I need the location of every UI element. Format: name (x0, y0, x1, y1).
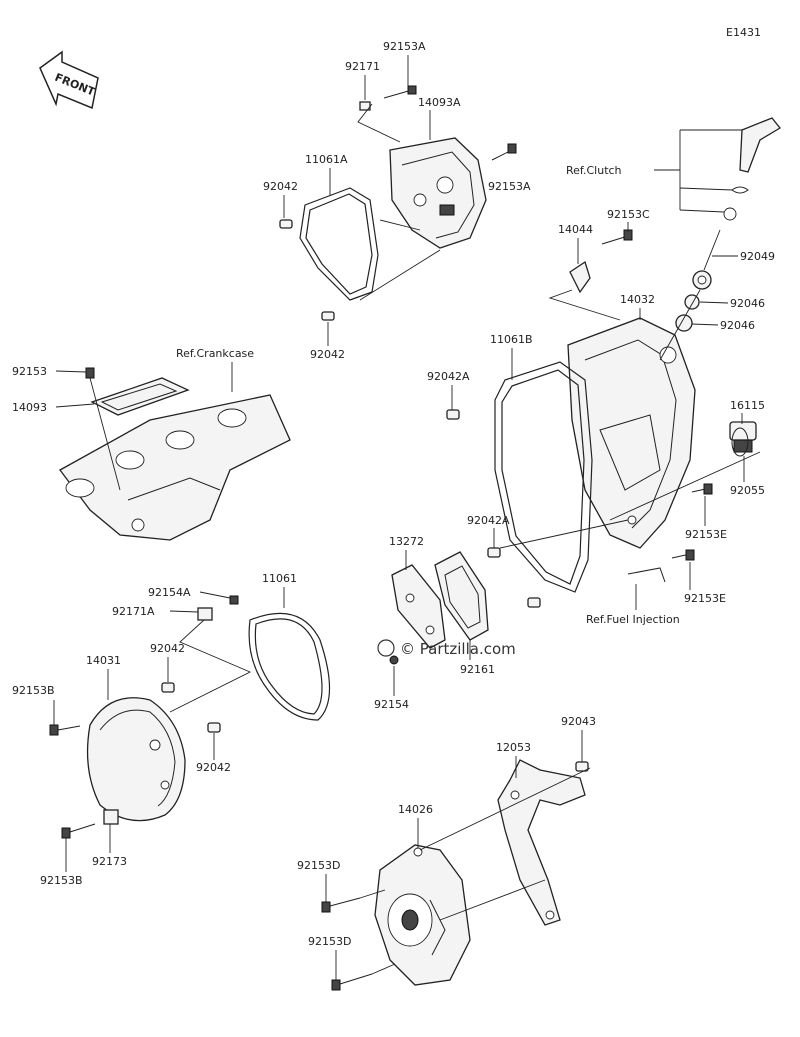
callout-92153d-a: 92153D (297, 859, 340, 872)
callout-13272: 13272 (389, 535, 424, 548)
callout-92154: 92154 (374, 698, 409, 711)
callout-92049: 92049 (740, 250, 775, 263)
callout-92153b-a: 92153B (12, 684, 55, 697)
callout-92042a-top: 92042A (427, 370, 470, 383)
gasket-11061a (299, 187, 379, 301)
bolt-92153 (85, 367, 95, 379)
callout-92154a: 92154A (148, 586, 191, 599)
clutch-reference (723, 117, 781, 221)
crankcase-reference (59, 394, 291, 541)
callout-14093a: 14093A (418, 96, 461, 109)
callout-11061a: 11061A (305, 153, 348, 166)
cover-14093 (90, 377, 190, 416)
svg-text:© Partzilla.com: © Partzilla.com (400, 640, 516, 658)
callout-92161: 92161 (460, 663, 495, 676)
callout-14026: 14026 (398, 803, 433, 816)
callout-92153e-a: 92153E (685, 528, 727, 541)
callout-92153d-b: 92153D (308, 935, 351, 948)
partzilla-watermark: © Partzilla.com (377, 639, 516, 658)
callout-92173: 92173 (92, 855, 127, 868)
callout-92153a-top: 92153A (383, 40, 426, 53)
bolts-bottom (321, 897, 373, 991)
dowel-pins-top (279, 219, 335, 321)
pad-92161 (434, 551, 489, 641)
ref-clutch: Ref.Clutch (566, 164, 622, 177)
callout-92153c: 92153C (607, 208, 650, 221)
bracket-12053 (497, 759, 586, 926)
front-arrow-icon: FRONT (39, 50, 99, 110)
part-14044 (569, 260, 591, 294)
callout-92055: 92055 (730, 484, 765, 497)
callout-11061: 11061 (262, 572, 297, 585)
callout-14032: 14032 (620, 293, 655, 306)
callout-11061b: 11061B (490, 333, 533, 346)
diagram-code: E1431 (726, 26, 761, 39)
callout-92042-d: 92042 (196, 761, 231, 774)
callout-92153e-b: 92153E (684, 592, 726, 605)
sprocket-cover-14026 (374, 844, 471, 986)
seals-right (675, 270, 712, 332)
callout-12053: 12053 (496, 741, 531, 754)
callout-14031: 14031 (86, 654, 121, 667)
part-92171a (197, 607, 213, 621)
callout-92171: 92171 (345, 60, 380, 73)
callout-92042-a: 92042 (263, 180, 298, 193)
clutch-cover-14032 (567, 317, 696, 549)
part-92173 (103, 809, 119, 825)
callout-92042a-bottom: 92042A (467, 514, 510, 527)
gasket-11061 (248, 612, 331, 721)
bolts-top (359, 85, 517, 161)
cover-13272 (391, 564, 446, 649)
callout-16115: 16115 (730, 399, 765, 412)
cover-14031 (86, 697, 186, 822)
callout-92171a: 92171A (112, 605, 155, 618)
cover-14093a (389, 137, 487, 249)
dowel-pins-right (446, 409, 541, 608)
bolt-92154a (229, 595, 239, 605)
callout-92153a-right: 92153A (488, 180, 531, 193)
ref-fuel-injection: Ref.Fuel Injection (586, 613, 680, 626)
dowel-92042-d (207, 722, 221, 733)
callout-92042-c: 92042 (150, 642, 185, 655)
callout-92042-b: 92042 (310, 348, 345, 361)
ref-crankcase: Ref.Crankcase (176, 347, 254, 360)
callout-92046-a: 92046 (730, 297, 765, 310)
dowel-92042-c (161, 682, 175, 693)
gasket-11061b (494, 361, 593, 593)
callout-92046-b: 92046 (720, 319, 755, 332)
callout-14044: 14044 (558, 223, 593, 236)
callout-92153: 92153 (12, 365, 47, 378)
callout-14093: 14093 (12, 401, 47, 414)
callout-92043: 92043 (561, 715, 596, 728)
oil-filler-16115 (729, 421, 757, 457)
bolt-92154 (389, 655, 399, 665)
callout-92153b-b: 92153B (40, 874, 83, 887)
